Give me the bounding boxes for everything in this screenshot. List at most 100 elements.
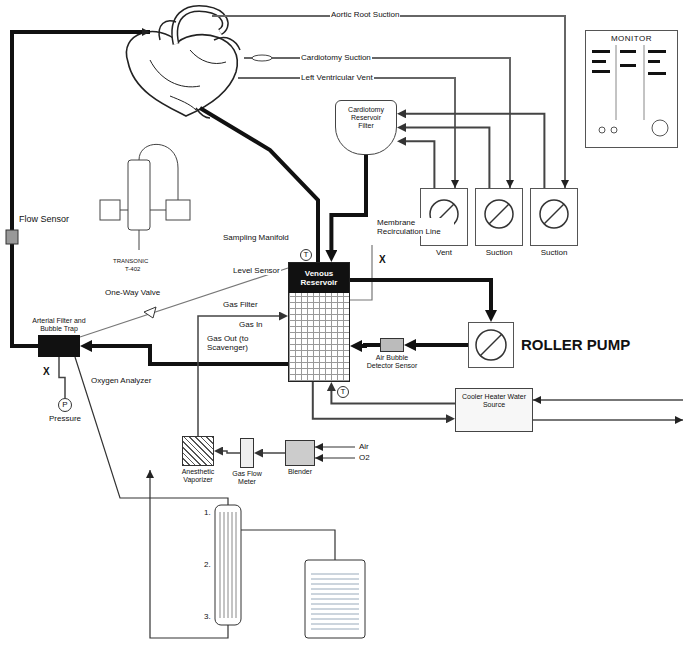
clamp-mark: X — [42, 366, 51, 378]
connector — [400, 114, 544, 188]
pump-box: Vent — [420, 188, 468, 246]
node-text: Venous Reservoir — [289, 263, 349, 293]
node-text: Suction — [474, 248, 524, 257]
knob — [611, 127, 617, 133]
part-label: Flow Sensor — [18, 214, 70, 224]
flow-sensor — [6, 230, 18, 244]
bag-line — [311, 579, 359, 580]
trace — [620, 50, 636, 53]
recirculation-line — [350, 245, 372, 300]
node-text: Blender — [278, 468, 322, 476]
trace — [648, 72, 666, 75]
hemo-inflow — [75, 357, 228, 505]
heart-body — [126, 32, 237, 116]
part-label: 3. — [203, 612, 212, 621]
connector — [217, 451, 240, 453]
part-label: 2. — [203, 560, 212, 569]
part-label: Left Ventricular Vent — [300, 73, 374, 82]
hemo-cylinder — [215, 505, 241, 625]
trace — [648, 60, 660, 63]
part-label: Gas In — [238, 320, 264, 329]
one-way-line — [80, 268, 288, 337]
part-label: Level Sensor — [232, 266, 281, 275]
connector — [410, 343, 468, 347]
part-label: Aortic Root Suction — [330, 10, 400, 19]
bag-line — [311, 604, 359, 605]
part-label: Membrane Recirculation Line — [376, 218, 454, 236]
hemoconcentrator — [215, 505, 365, 638]
knob — [599, 127, 605, 133]
node-text: Arterial Filter and Bubble Trap — [29, 317, 89, 333]
trace — [620, 64, 636, 67]
pump-roller — [480, 334, 502, 356]
panel-divider — [616, 45, 644, 120]
fiber — [228, 512, 229, 618]
part-label: Gas Out (to Scavenger) — [206, 334, 286, 352]
bag-line — [311, 614, 359, 615]
knob — [652, 120, 668, 136]
heater-cooler: Cooler Heater Water Source — [455, 388, 533, 432]
node-text: MONITOR — [586, 34, 677, 43]
probe-body — [128, 160, 150, 230]
fiber — [220, 512, 221, 618]
probe-head — [166, 200, 190, 220]
fiber — [224, 512, 225, 618]
probe-cable — [139, 144, 178, 250]
connector — [356, 345, 380, 346]
pulmonary-artery — [159, 21, 176, 40]
part-label: T-402 — [124, 266, 141, 273]
bag-line — [311, 584, 359, 585]
pump-roller — [544, 204, 564, 224]
aortic-root-line — [212, 16, 565, 188]
temp-probe: T — [300, 249, 312, 261]
pressure-gauge: PPressure — [58, 398, 72, 412]
connector — [59, 357, 65, 398]
bag-line — [311, 609, 359, 610]
bag-line — [311, 589, 359, 590]
suction-tip — [252, 55, 272, 61]
part-label: Air — [358, 442, 370, 451]
hemo-effluent — [241, 530, 335, 560]
pump-head — [540, 200, 568, 228]
node-text: T — [304, 250, 309, 259]
part-label: Gas Filter — [222, 300, 259, 309]
transonic-device — [100, 144, 190, 250]
pump-box: Suction — [475, 188, 523, 246]
trace — [592, 50, 610, 53]
one-way-valve — [144, 307, 156, 318]
temp-probe: T — [337, 386, 349, 398]
bag-line — [311, 624, 359, 625]
trace — [592, 70, 610, 73]
reservoir-oxygenator: Venous Reservoir — [288, 262, 350, 382]
trace — [592, 60, 606, 63]
node-text: Vent — [419, 248, 469, 257]
clamp-mark: X — [378, 254, 387, 266]
node-text: Air Bubble Detector Sensor — [362, 354, 422, 370]
arterial-line — [12, 32, 150, 346]
node-text: Cooler Heater Water Source — [459, 393, 529, 409]
part-label: TRANSONIC — [112, 258, 149, 265]
heart — [126, 8, 240, 118]
node-text: Anesthetic Vaporizer — [169, 468, 227, 484]
pump-box: Suction — [530, 188, 578, 246]
roller-pump: ROLLER PUMP — [468, 322, 514, 368]
o2-line — [315, 457, 355, 458]
bag-line — [311, 619, 359, 620]
node-text: Pressure — [40, 414, 90, 423]
bag-line — [311, 629, 359, 630]
flow-meter: Gas Flow Meter — [240, 438, 254, 468]
node-text: T — [341, 387, 346, 396]
connector — [257, 452, 285, 454]
pump-head — [476, 330, 506, 360]
bag-fill — [311, 574, 359, 629]
gas-blender: Blender — [285, 440, 315, 466]
connector — [350, 280, 491, 316]
node-text: Cardiotomy Reservoir — [338, 106, 394, 122]
bag-line — [311, 594, 359, 595]
tubing — [6, 16, 683, 638]
part-label: Oxygen Analyzer — [90, 376, 152, 385]
heart-chamber — [150, 50, 226, 110]
node-text: Filter — [338, 122, 394, 130]
part-label: Sampling Manifold — [222, 233, 290, 242]
